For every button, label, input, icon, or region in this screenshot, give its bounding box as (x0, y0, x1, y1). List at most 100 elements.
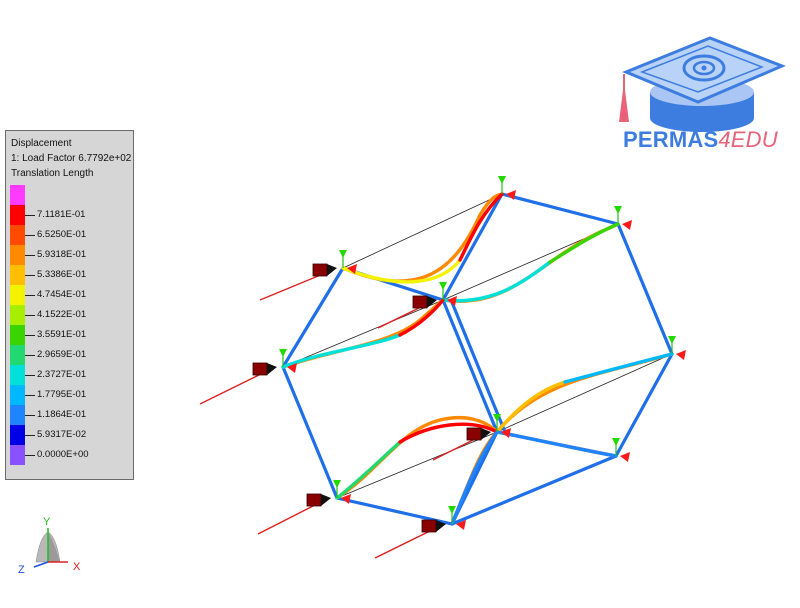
legend-swatch (10, 285, 25, 305)
deformed-curve-segment (341, 258, 462, 284)
legend-value-label: 1.7795E-01 (37, 389, 87, 400)
mesh-edge (496, 353, 673, 433)
legend-swatch (10, 425, 25, 445)
bc-red-marker (341, 494, 351, 504)
deformed-curve-segment (441, 260, 552, 303)
legend-tick (25, 455, 35, 456)
deformed-curve-segment (563, 352, 674, 384)
legend-tick (25, 415, 35, 416)
support-block (412, 295, 428, 309)
mesh-edge (342, 193, 503, 269)
deformed-curve-segment (495, 430, 618, 458)
support-wedge (481, 428, 491, 440)
bc-green-marker (448, 506, 456, 514)
mesh-edge (282, 299, 444, 368)
deformed-curve-segment (398, 298, 445, 337)
legend-tick (25, 355, 35, 356)
bc-green-marker (614, 206, 622, 214)
legend-value-label: 1.1864E-01 (37, 409, 87, 420)
axis-z-label: Z (18, 564, 25, 576)
bc-green-marker (279, 349, 287, 357)
support-wedge (321, 494, 331, 506)
load-arrow (257, 503, 318, 535)
bc-green-marker (333, 480, 341, 488)
beam-edge (614, 352, 674, 458)
legend-swatch (10, 445, 25, 465)
bc-red-marker (506, 190, 516, 200)
legend-value-label: 6.5250E-01 (37, 229, 87, 240)
legend-swatch (10, 265, 25, 285)
deformed-beams (281, 192, 674, 526)
deformed-curve-segment (458, 192, 504, 262)
boundary-condition-markers (279, 176, 686, 530)
legend-tick (25, 435, 35, 436)
load-arrow (199, 372, 264, 405)
load-arrow (374, 529, 433, 559)
legend-tick (25, 375, 35, 376)
support-block (306, 493, 322, 507)
load-arrows (199, 273, 478, 559)
bc-red-marker (676, 350, 686, 360)
legend-swatch (10, 305, 25, 325)
legend-tick (25, 215, 35, 216)
deformed-curve-segment (548, 222, 620, 264)
axis-y-label: Y (43, 516, 51, 528)
axis-triad (33, 528, 68, 568)
mesh-edge (336, 431, 498, 499)
legend-value-label: 4.1522E-01 (37, 309, 87, 320)
legend-quantity: Translation Length (11, 168, 94, 179)
load-arrow (259, 273, 324, 301)
legend-tick (25, 235, 35, 236)
support-wedge (427, 296, 437, 308)
legend-tick (25, 295, 35, 296)
bc-red-marker (620, 452, 630, 462)
legend-value-label: 5.3386E-01 (37, 269, 87, 280)
deformed-curve-segment (398, 422, 499, 444)
bc-red-marker (347, 264, 357, 274)
deformed-curve-segment (450, 430, 499, 526)
bc-green-marker (339, 250, 347, 258)
legend-title: Displacement (11, 138, 72, 149)
deformed-curve-segment (281, 333, 402, 369)
bc-red-marker (287, 363, 297, 373)
legend-swatch (10, 185, 25, 205)
legend-swatch (10, 365, 25, 385)
legend-subtitle: 1: Load Factor 6.7792e+02 (11, 153, 132, 164)
legend-value-label: 0.0000E+00 (37, 449, 89, 460)
legend-value-label: 2.9659E-01 (37, 349, 87, 360)
legend-value-label: 5.9317E-02 (37, 429, 87, 440)
legend-tick (25, 275, 35, 276)
legend-swatch (10, 325, 25, 345)
beam-edge (449, 299, 507, 433)
legend-value-label: 5.9318E-01 (37, 249, 87, 260)
bc-green-marker (668, 336, 676, 344)
legend-swatch (10, 405, 25, 425)
permas-logo (619, 36, 786, 132)
legend-value-label: 2.3727E-01 (37, 369, 87, 380)
support-block (252, 362, 268, 376)
bc-green-marker (612, 438, 620, 446)
load-arrow (432, 437, 478, 461)
support-block (466, 427, 482, 441)
bc-green-marker (439, 282, 447, 290)
bc-red-marker (501, 428, 511, 438)
legend-tick (25, 315, 35, 316)
load-arrow (377, 305, 424, 329)
support-block (421, 519, 437, 533)
legend-swatch (10, 245, 25, 265)
legend-tick (25, 255, 35, 256)
legend-value-label: 3.5591E-01 (37, 329, 87, 340)
bc-green-marker (493, 414, 501, 422)
bc-green-marker (498, 176, 506, 184)
bc-red-marker (622, 220, 632, 230)
beam-edge (500, 192, 620, 226)
legend-tick (25, 395, 35, 396)
beam-edge (441, 298, 499, 434)
deformed-curve-segment (495, 380, 567, 434)
beam-edge (441, 192, 504, 302)
support-block (312, 263, 328, 277)
support-wedge (327, 264, 337, 276)
legend-value-label: 4.7454E-01 (37, 289, 87, 300)
legend-swatch (10, 205, 25, 225)
